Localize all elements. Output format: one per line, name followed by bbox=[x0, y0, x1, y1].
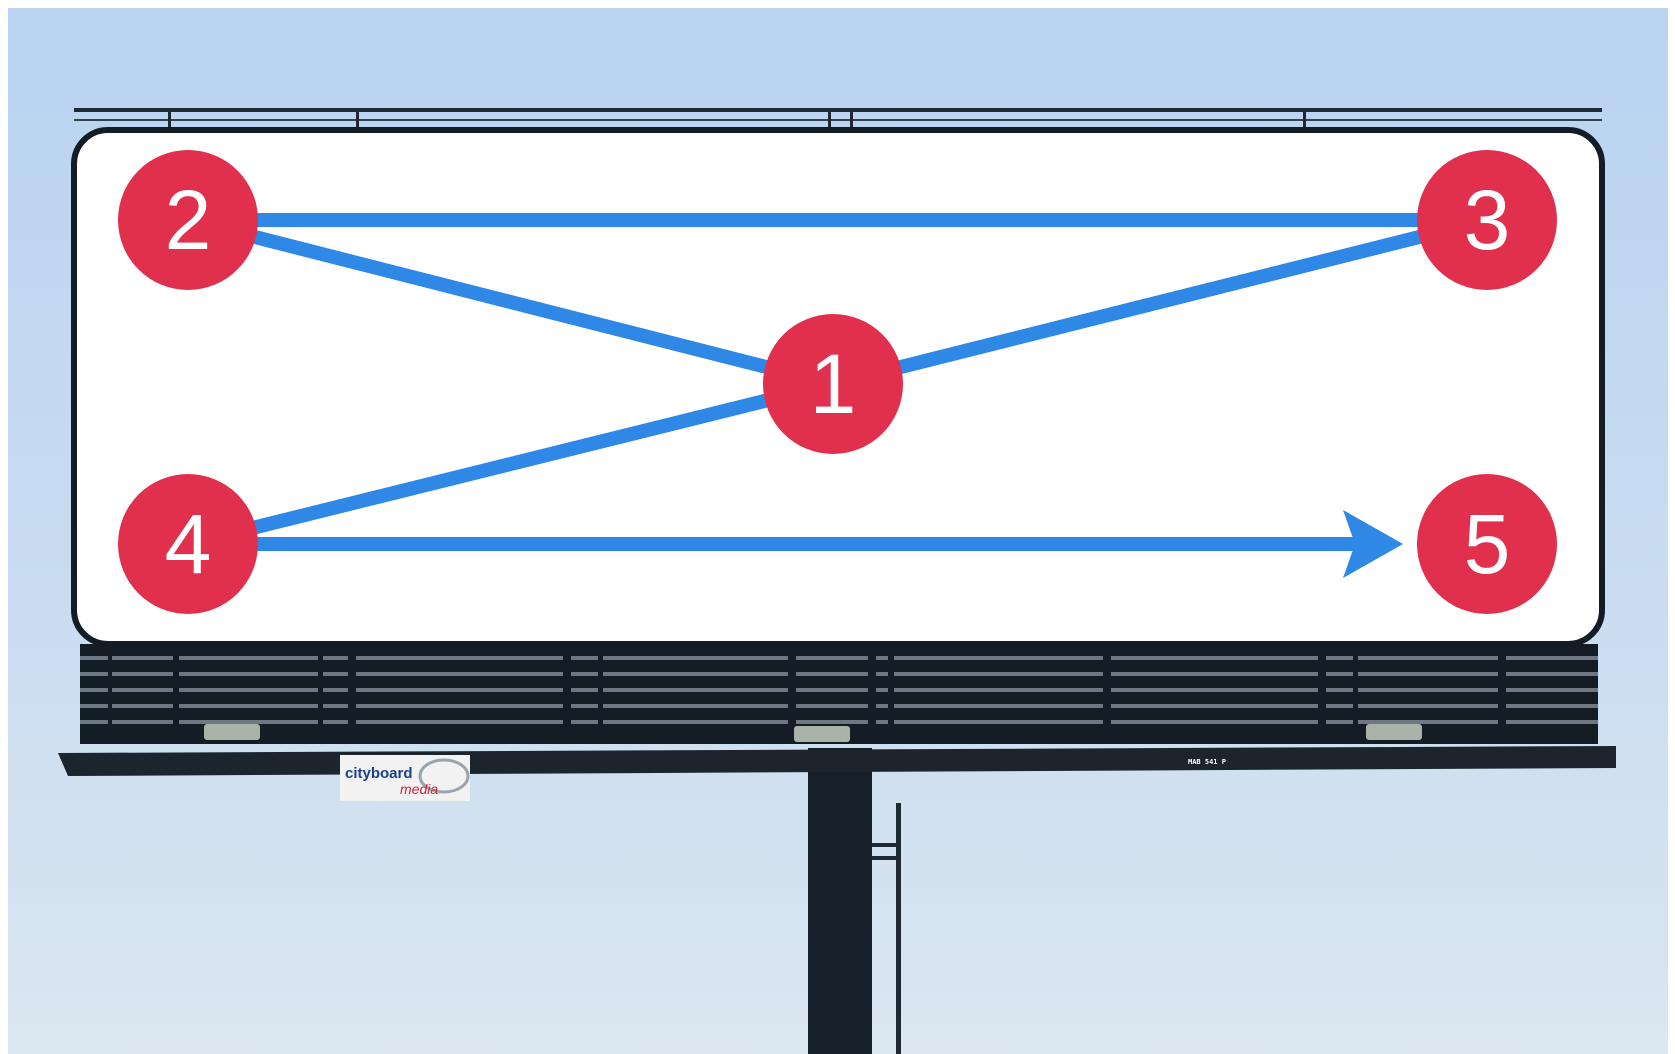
billboard-scene: 1 2 3 4 5 cityboard media MAB 541 P bbox=[8, 8, 1668, 1054]
pole bbox=[808, 748, 901, 1054]
badge-number: 3 bbox=[1464, 173, 1511, 267]
badge-number: 5 bbox=[1464, 497, 1511, 591]
badge-number: 4 bbox=[165, 497, 212, 591]
logo-word-cityboard: cityboard bbox=[345, 765, 413, 782]
badge-2: 2 bbox=[118, 150, 258, 290]
catwalk-structure bbox=[58, 644, 1616, 776]
badge-number: 2 bbox=[165, 173, 212, 267]
billboard-illustration: 1 2 3 4 5 cityboard media MAB 541 P bbox=[8, 8, 1668, 1054]
logo-word-media: media bbox=[400, 781, 438, 797]
badge-3: 3 bbox=[1417, 150, 1557, 290]
badge-number: 1 bbox=[810, 337, 857, 431]
panel-id-plate: MAB 541 P bbox=[1188, 758, 1226, 766]
badge-4: 4 bbox=[118, 474, 258, 614]
badge-5: 5 bbox=[1417, 474, 1557, 614]
cityboard-media-logo: cityboard media bbox=[340, 755, 470, 801]
badge-1: 1 bbox=[763, 314, 903, 454]
top-rail bbox=[74, 108, 1602, 128]
